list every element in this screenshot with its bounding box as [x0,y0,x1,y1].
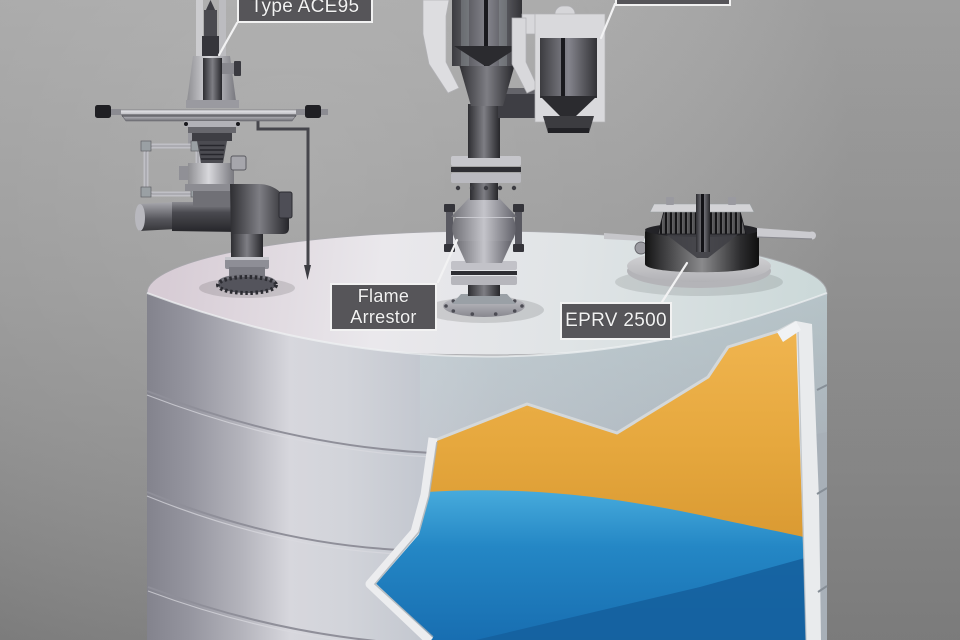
ace95-outlet-elbow [216,184,293,295]
tank-cutaway [365,320,828,640]
cut-edge-right-shade [797,331,807,640]
sliver-seam-ticks [816,384,828,593]
label-eprv-2500: EPRV 2500 [560,302,672,340]
ace95-rod-cap-left [95,105,111,118]
vent-riser-pipe [451,104,521,200]
label-flame-arrestor-line1: Flame [357,286,410,306]
flame-arrestor-base-plate [443,261,525,317]
label-cutoff-top-right [615,0,731,6]
ace95-diaphragm-disc [95,105,328,122]
label-type-ace95: Type ACE95 [237,0,373,23]
leader-line-top-right [599,2,617,40]
cut-edge-right [796,321,821,640]
eprv-relief-vent-device [604,194,816,296]
label-flame-arrestor-line2: Arrestor [350,307,417,327]
eprv-left-rod [604,233,644,241]
tank-rim-highlight [146,292,828,358]
weld-seams [146,390,433,640]
cut-edge-left [365,437,438,640]
label-flame-arrestor: Flame Arrestor [330,283,437,331]
ace95-blanketing-valve [95,0,328,298]
ace95-pilot [186,0,241,108]
cut-edge-left-shade [373,441,438,638]
ace95-base-flange-bolts [216,275,278,295]
storage-tank [146,230,828,640]
leader-line-flame-arrestor [436,238,459,284]
vent-side-housing [534,5,606,133]
ace95-inlet-stub [139,202,176,231]
leader-line-eprv [660,261,689,304]
vent-main-housing [422,0,542,118]
leader-lines [217,2,689,304]
ace95-sense-line [256,116,311,280]
eprv-cap-bolt-2 [728,197,736,205]
ace95-inlet-pipe [172,202,238,232]
flame-arrestor-device [444,198,524,263]
label-eprv-2500-text: EPRV 2500 [565,310,667,331]
label-type-ace95-text: Type ACE95 [250,0,360,17]
eprv-cap-bolt [666,197,674,205]
cut-edge-corner [777,321,801,342]
ace95-inlet-cap [135,204,145,231]
ace95-rod-cap-right [305,105,321,118]
eprv-arm [756,228,816,240]
ace95-body-stack [179,121,247,207]
vent-assembly [422,0,606,323]
cutaway-liquid-shadow [476,556,812,640]
leader-line-ace95 [217,21,239,57]
